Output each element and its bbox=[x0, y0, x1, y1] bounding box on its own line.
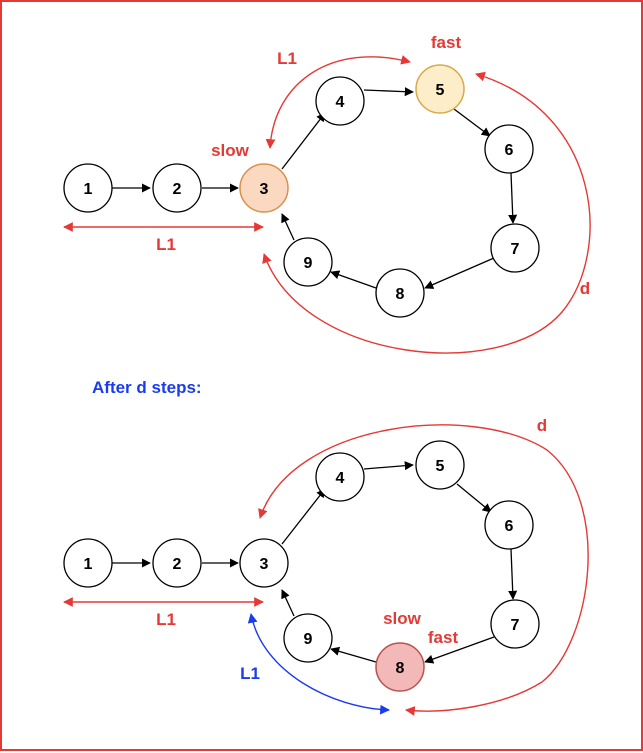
top-node-6-label: 6 bbox=[505, 142, 514, 159]
bottom-annotations bbox=[63, 424, 589, 716]
top-d-label: d bbox=[580, 279, 590, 298]
edge-5-6-b bbox=[456, 483, 492, 513]
bottom-node-7: 7 bbox=[490, 599, 540, 649]
edge-3-4-b bbox=[281, 488, 326, 545]
top-annotations bbox=[63, 55, 591, 354]
top-l1-top-label: L1 bbox=[277, 49, 297, 68]
bottom-l1-blue-label: L1 bbox=[240, 664, 260, 683]
bottom-node-3-label: 3 bbox=[260, 556, 269, 573]
bottom-node-9: 9 bbox=[283, 613, 333, 663]
bottom-fast-label: fast bbox=[428, 628, 459, 647]
bottom-node-8-label: 8 bbox=[396, 660, 405, 677]
top-node-7: 7 bbox=[490, 223, 540, 273]
bottom-node-2: 2 bbox=[152, 538, 202, 588]
bottom-node-6: 6 bbox=[484, 500, 534, 550]
top-node-2: 2 bbox=[152, 163, 202, 213]
top-l1-bottom-label: L1 bbox=[156, 235, 176, 254]
edge-6-7-b bbox=[508, 548, 518, 600]
top-fast-label: fast bbox=[431, 33, 462, 52]
edge-9-3-b bbox=[281, 589, 295, 617]
edge-8-9 bbox=[330, 270, 377, 289]
section-title: After d steps: bbox=[92, 378, 202, 397]
bottom-node-1: 1 bbox=[63, 538, 113, 588]
bottom-node-5: 5 bbox=[415, 440, 465, 490]
top-node-5-label: 5 bbox=[436, 82, 445, 99]
bottom-d-arrow bbox=[258, 424, 589, 716]
bottom-l1-label: L1 bbox=[156, 610, 176, 629]
bottom-diagram: 1 2 3 4 5 6 7 8 bbox=[63, 416, 589, 716]
edge-7-8-b bbox=[424, 636, 495, 664]
bottom-node-1-label: 1 bbox=[84, 556, 93, 573]
bottom-d-label: d bbox=[537, 416, 547, 435]
edge-7-8 bbox=[424, 257, 495, 289]
top-node-8-label: 8 bbox=[396, 286, 405, 303]
top-d-arrow bbox=[262, 71, 591, 354]
bottom-node-7-label: 7 bbox=[511, 617, 520, 634]
bottom-node-8-meeting: 8 bbox=[375, 642, 425, 692]
top-node-9: 9 bbox=[283, 237, 333, 287]
top-diagram: 1 2 3 4 5 6 7 8 bbox=[63, 33, 591, 354]
edge-6-7 bbox=[508, 172, 518, 224]
edge-3-4 bbox=[281, 112, 326, 170]
bottom-node-5-label: 5 bbox=[436, 458, 445, 475]
bottom-node-4: 4 bbox=[315, 452, 365, 502]
top-node-4: 4 bbox=[315, 76, 365, 126]
top-node-2-label: 2 bbox=[173, 181, 182, 198]
bottom-node-6-label: 6 bbox=[505, 518, 514, 535]
top-node-4-label: 4 bbox=[336, 94, 345, 111]
top-node-6: 6 bbox=[484, 124, 534, 174]
top-node-1-label: 1 bbox=[84, 181, 93, 198]
top-node-3-label: 3 bbox=[260, 181, 269, 198]
top-node-9-label: 9 bbox=[304, 255, 313, 272]
bottom-node-9-label: 9 bbox=[304, 631, 313, 648]
edge-5-6 bbox=[453, 108, 491, 137]
bottom-node-3: 3 bbox=[239, 538, 289, 588]
top-node-3-slow: 3 bbox=[239, 163, 289, 213]
edge-4-5 bbox=[363, 87, 414, 97]
bottom-node-2-label: 2 bbox=[173, 556, 182, 573]
top-slow-label: slow bbox=[211, 141, 250, 160]
bottom-node-4-label: 4 bbox=[336, 470, 345, 487]
top-node-8: 8 bbox=[375, 268, 425, 318]
edge-8-9-b bbox=[330, 646, 377, 663]
top-node-7-label: 7 bbox=[511, 241, 520, 258]
edge-9-3 bbox=[281, 213, 295, 241]
bottom-l1-blue-arrow bbox=[247, 613, 390, 715]
bottom-slow-label: slow bbox=[383, 609, 422, 628]
top-node-5-fast: 5 bbox=[415, 64, 465, 114]
edge-4-5-b bbox=[363, 461, 414, 471]
top-node-1: 1 bbox=[63, 163, 113, 213]
